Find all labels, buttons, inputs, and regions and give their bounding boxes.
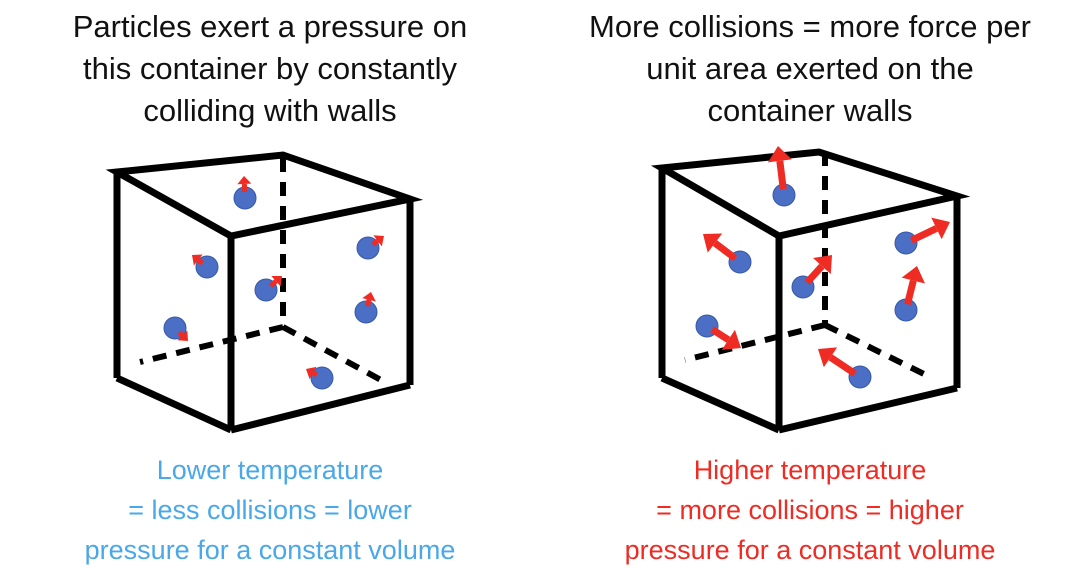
high-temperature-caption: Higher temperature = more collisions = h… <box>540 450 1080 570</box>
velocity-arrow-head <box>237 176 252 185</box>
particle <box>254 276 282 302</box>
particle <box>791 255 832 299</box>
title-line: More collisions = more force per <box>589 9 1031 44</box>
velocity-arrow-shaft <box>909 225 938 244</box>
low-temperature-panel: Particles exert a pressure on this conta… <box>0 6 540 570</box>
particle <box>306 366 334 390</box>
cube-visible-edges <box>650 148 971 434</box>
title-line: unit area exerted on the <box>646 51 974 86</box>
caption-line: = more collisions = higher <box>656 495 964 525</box>
caption-line: Higher temperature <box>693 455 927 485</box>
particles <box>695 146 950 389</box>
velocity-arrow-head <box>177 330 188 341</box>
velocity-arrow-shaft <box>311 370 318 378</box>
velocity-arrow-head <box>306 366 317 380</box>
low-temperature-caption: Lower temperature = less collisions = lo… <box>0 450 540 570</box>
particle <box>163 316 188 341</box>
title-line: colliding with walls <box>143 93 397 128</box>
particle <box>703 233 752 274</box>
velocity-arrow-shaft <box>776 160 787 190</box>
high-temperature-title: More collisions = more force per unit ar… <box>540 6 1080 132</box>
velocity-arrow-shaft <box>371 238 380 247</box>
low-temperature-title: Particles exert a pressure on this conta… <box>0 6 540 132</box>
title-line: this container by constantly <box>83 51 457 86</box>
velocity-arrow-shaft <box>804 263 825 285</box>
caption-line: pressure for a constant volume <box>624 535 996 565</box>
high-temperature-panel: More collisions = more force per unit ar… <box>540 0 1080 570</box>
velocity-arrow-shaft <box>712 240 738 262</box>
particle <box>356 235 384 260</box>
velocity-arrow-shaft <box>710 326 731 343</box>
particle <box>818 347 872 389</box>
cube-hidden-edges <box>139 158 383 383</box>
velocity-arrow-shaft <box>177 330 185 338</box>
velocity-arrow-shaft <box>365 299 372 307</box>
velocity-arrow-head <box>703 233 723 253</box>
velocity-arrow-head <box>767 146 792 163</box>
caption-line: = less collisions = lower <box>128 495 412 525</box>
particle <box>894 217 950 255</box>
high-temperature-cube <box>650 146 971 434</box>
velocity-arrow-head <box>721 329 741 350</box>
low-temperature-cube <box>105 151 424 434</box>
cube-visible-edges <box>105 151 424 434</box>
velocity-arrow-head <box>813 255 832 275</box>
velocity-arrow-head <box>271 276 282 287</box>
title-line: Particles exert a pressure on <box>72 9 468 44</box>
particle <box>894 266 926 322</box>
velocity-arrow-shaft <box>828 354 857 377</box>
velocity-arrow-head <box>901 266 926 284</box>
velocity-arrow-head <box>192 254 203 266</box>
particles <box>163 176 384 390</box>
velocity-arrow-head <box>373 235 384 247</box>
velocity-arrow-head <box>931 217 950 240</box>
velocity-arrow-shaft <box>196 258 204 266</box>
velocity-arrow-shaft <box>268 279 278 288</box>
velocity-arrow-shaft <box>904 279 917 306</box>
velocity-arrow-head <box>818 347 838 368</box>
cube-hidden-edges <box>684 152 934 381</box>
particle <box>233 176 257 210</box>
particle <box>354 292 378 324</box>
particle <box>192 254 219 279</box>
particle-dot <box>354 300 378 324</box>
caption-line: Lower temperature <box>156 455 384 485</box>
particle <box>695 314 741 350</box>
velocity-arrow-head <box>362 292 376 302</box>
particle <box>767 146 796 207</box>
caption-line: pressure for a constant volume <box>84 535 456 565</box>
title-line: container walls <box>707 93 913 128</box>
